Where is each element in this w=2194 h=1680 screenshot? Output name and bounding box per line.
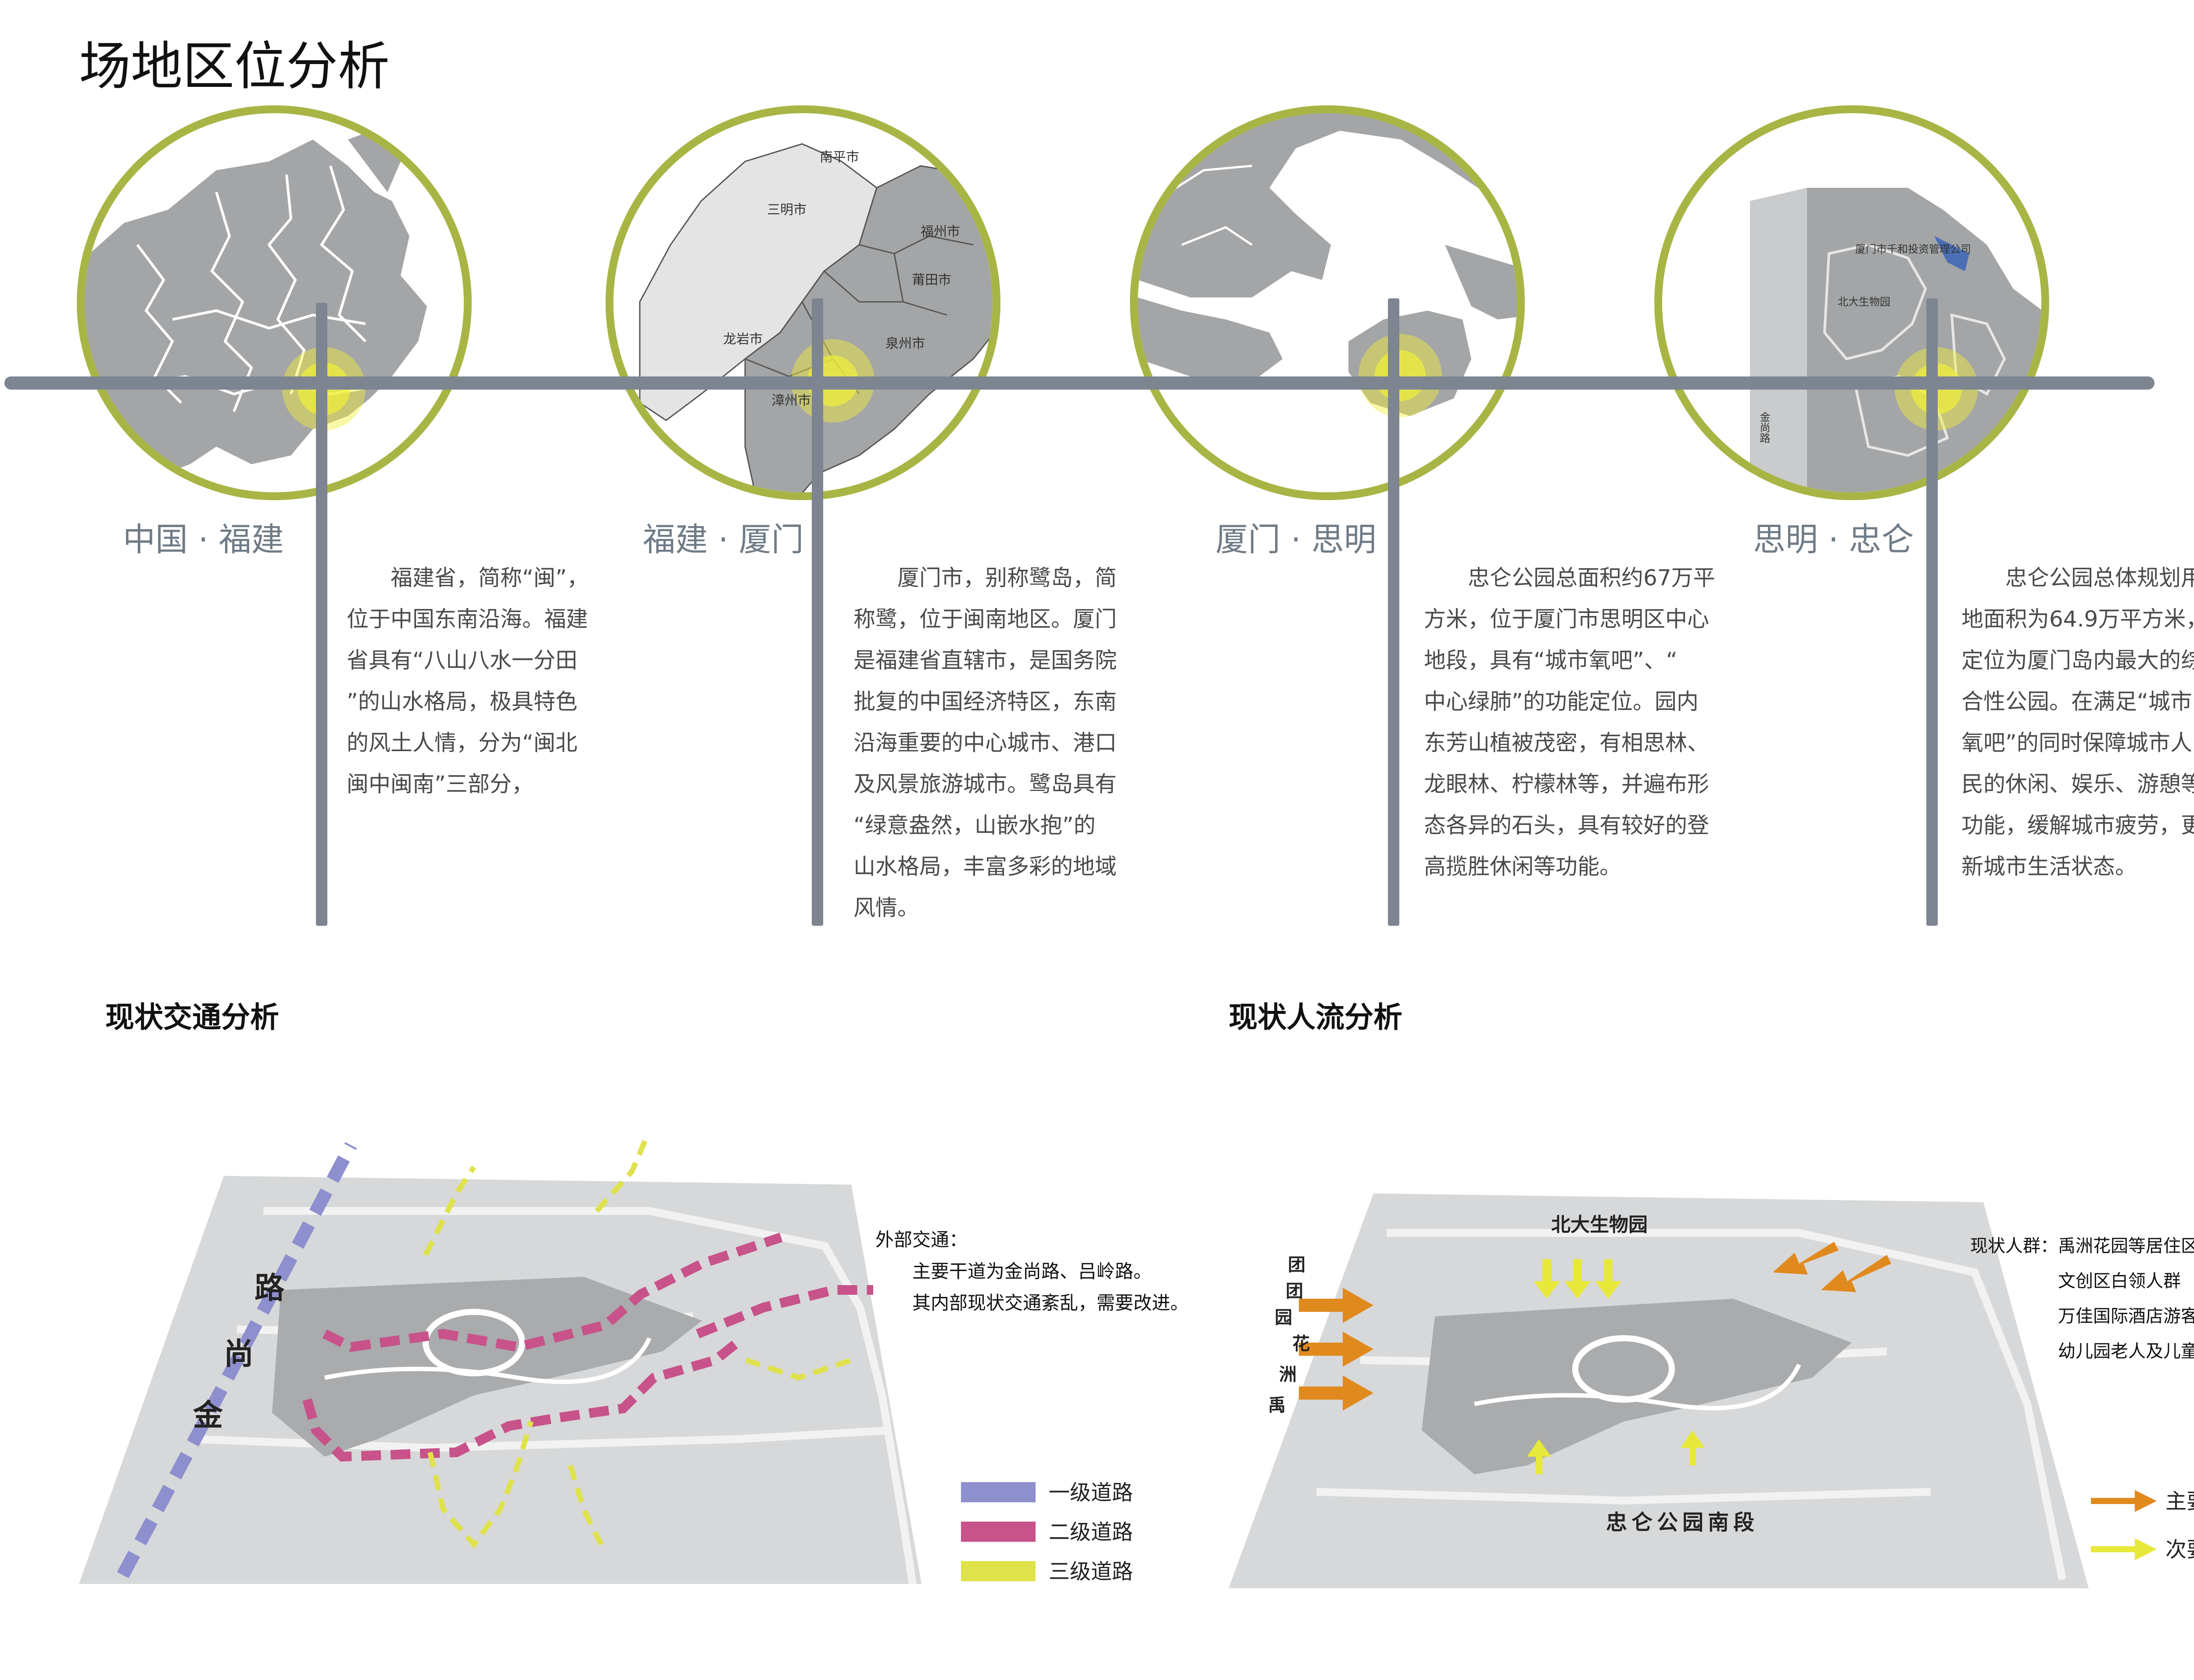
legend-item-main-flow: 主要人流 [2091, 1487, 2194, 1515]
description-xiamen: 厦门市，别称鹭岛，简 称鹭，位于闽南地区。厦门 是福建省直辖市，是国务院 批复的… [853, 565, 1117, 921]
crowd-analysis-title: 现状人流分析 [1229, 1000, 1402, 1034]
road-name-char-2: 尚 [224, 1336, 254, 1372]
siming-map-graphic [1138, 113, 1517, 417]
city-label-fuzhou: 福州市 [921, 224, 960, 240]
road-name-char-1: 路 [255, 1271, 285, 1306]
main-flow-arrows [1299, 1242, 1891, 1411]
city-label-nanping: 南平市 [820, 150, 859, 165]
primary-road-line [117, 1142, 357, 1579]
legend-swatch-secondary [961, 1522, 1036, 1542]
legend-label-secondary: 二级道路 [1049, 1520, 1133, 1544]
road-name-char-3: 金 [193, 1398, 223, 1433]
traffic-analysis-title: 现状交通分析 [105, 1000, 279, 1034]
connector-line-2 [812, 298, 823, 926]
city-label-longyan: 龙岩市 [723, 332, 763, 347]
legend-swatch-tertiary [961, 1561, 1036, 1581]
city-label-sanming: 三明市 [767, 202, 807, 218]
label-investment-company: 厦门市千和投资管理公司 [1855, 243, 1971, 255]
legend-swatch-primary [961, 1482, 1036, 1502]
traffic-map: 路 尚 金 [79, 1132, 935, 1585]
map-circle-xiamen-siming [1130, 105, 1525, 500]
west-label-char-2: 团 [1286, 1281, 1303, 1301]
city-label-putian: 莆田市 [912, 272, 951, 288]
west-label-char-1: 团 [1288, 1254, 1305, 1275]
description-zhonglun: 忠仑公园总体规划用 地面积为64.9万平方米， 定位为厦门岛内最大的综 合性公园… [1961, 565, 2194, 879]
xiamen-map-graphic [613, 113, 993, 492]
connector-line-4 [1926, 298, 1938, 926]
description-fujian: 福建省，简称“闽”， 位于中国东南沿海。福建 省具有“八山八水一分田 ”的山水格… [347, 565, 589, 797]
legend-item-secondary-flow: 次要人流 [2091, 1536, 2194, 1564]
page-title: 场地区位分析 [79, 36, 390, 97]
west-label-char-6: 禹 [1268, 1395, 1286, 1415]
west-label-char-4: 花 [1292, 1333, 1310, 1354]
place-fujian-xiamen: 福建 · 厦门 [643, 521, 804, 559]
city-label-zhangzhou: 漳州市 [771, 393, 811, 408]
north-label: 北大生物园 [1551, 1214, 1648, 1236]
legend-item-primary-road: 一级道路 [961, 1479, 1180, 1507]
legend-label-main-flow: 主要人流 [2165, 1489, 2194, 1514]
crowd-map: 北大生物园 团 团 园 花 洲 禹 忠仑公园南段 [1229, 1185, 2089, 1588]
label-peking-bio-park: 北大生物园 [1838, 296, 1890, 308]
timeline-horizontal [4, 376, 2155, 390]
map-circle-fujian-xiamen: 南平市 三明市 福州市 莆田市 龙岩市 泉州市 漳州市 [606, 105, 1000, 500]
map-circle-siming-zhonglun: 厦门市千和投资管理公司 北大生物园 金尚路 [1654, 105, 2049, 500]
crowd-note: 现状人群：禹洲花园等居住区组团 文创区白领人群 万佳国际酒店游客 幼儿园老人及儿… [1970, 1236, 2194, 1361]
west-label-char-5: 洲 [1279, 1364, 1297, 1385]
place-siming-zhonglun: 思明 · 忠仑 [1753, 521, 1914, 559]
label-jinshang-road: 金尚路 [1758, 412, 1770, 443]
zhonglun-map-graphic [1662, 113, 2041, 492]
legend-item-tertiary-road: 三级道路 [961, 1558, 1180, 1586]
crowd-map-graphic [1229, 1193, 2089, 1588]
map-circle-china-fujian [77, 105, 472, 500]
legend-label-primary: 一级道路 [1049, 1480, 1133, 1505]
connector-line-1 [316, 303, 327, 926]
west-label-char-3: 园 [1275, 1307, 1292, 1328]
secondary-flow-arrows [1527, 1259, 1705, 1474]
connector-line-3 [1388, 298, 1399, 926]
traffic-note: 外部交通： 主要干道为金尚路、吕岭路。 其内部现状交通紊乱，需要改进。 [875, 1229, 1189, 1314]
south-label: 忠仑公园南段 [1606, 1510, 1759, 1535]
main-flow-arrow-icon [2091, 1490, 2157, 1512]
legend-label-secondary-flow: 次要人流 [2165, 1537, 2194, 1562]
place-china-fujian: 中国 · 福建 [123, 521, 284, 559]
legend-item-secondary-road: 二级道路 [961, 1518, 1180, 1546]
city-label-quanzhou: 泉州市 [885, 336, 925, 351]
secondary-flow-arrow-icon [2091, 1538, 2157, 1560]
traffic-map-graphic [79, 1139, 921, 1585]
fujian-map-graphic [85, 126, 427, 477]
legend-label-tertiary: 三级道路 [1049, 1559, 1133, 1584]
description-siming: 忠仑公园总面积约67万平 方米，位于厦门市思明区中心 地段，具有“城市氧吧”、“… [1424, 565, 1715, 879]
place-xiamen-siming: 厦门 · 思明 [1215, 521, 1377, 559]
